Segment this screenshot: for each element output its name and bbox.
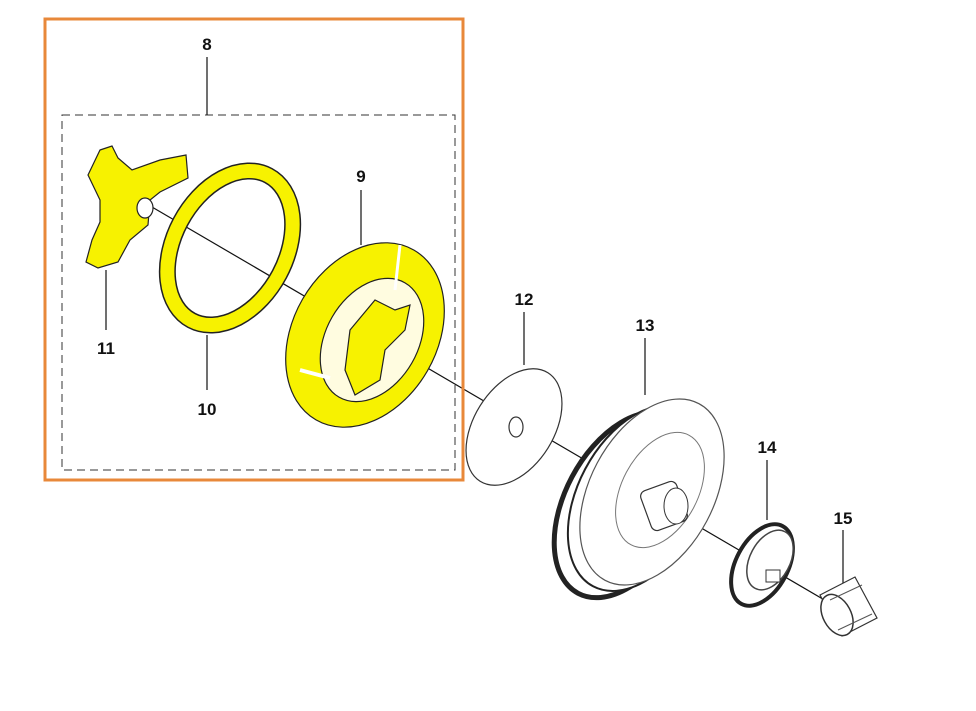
label-9[interactable]: 9 (356, 167, 365, 186)
part-13-clutch-drum[interactable] (525, 375, 754, 622)
label-12[interactable]: 12 (515, 290, 534, 309)
kit-group-box (61, 114, 456, 471)
label-11[interactable]: 11 (97, 339, 115, 358)
part-14-rim-sprocket[interactable] (718, 514, 805, 616)
label-15[interactable]: 15 (834, 509, 853, 528)
label-13[interactable]: 13 (636, 316, 655, 335)
part-11-clutch-spider[interactable] (85, 145, 189, 269)
selected-kit-highlight[interactable] (43, 17, 465, 482)
spider-hole (136, 197, 154, 219)
part-10-clutch-spring[interactable] (142, 149, 318, 346)
label-14[interactable]: 14 (758, 438, 777, 457)
part-9-clutch-shoes[interactable] (254, 214, 477, 456)
label-10[interactable]: 10 (198, 400, 217, 419)
part-15-needle-bearing[interactable] (814, 576, 878, 641)
part-12-washer[interactable] (446, 352, 582, 503)
label-8[interactable]: 8 (202, 35, 211, 54)
